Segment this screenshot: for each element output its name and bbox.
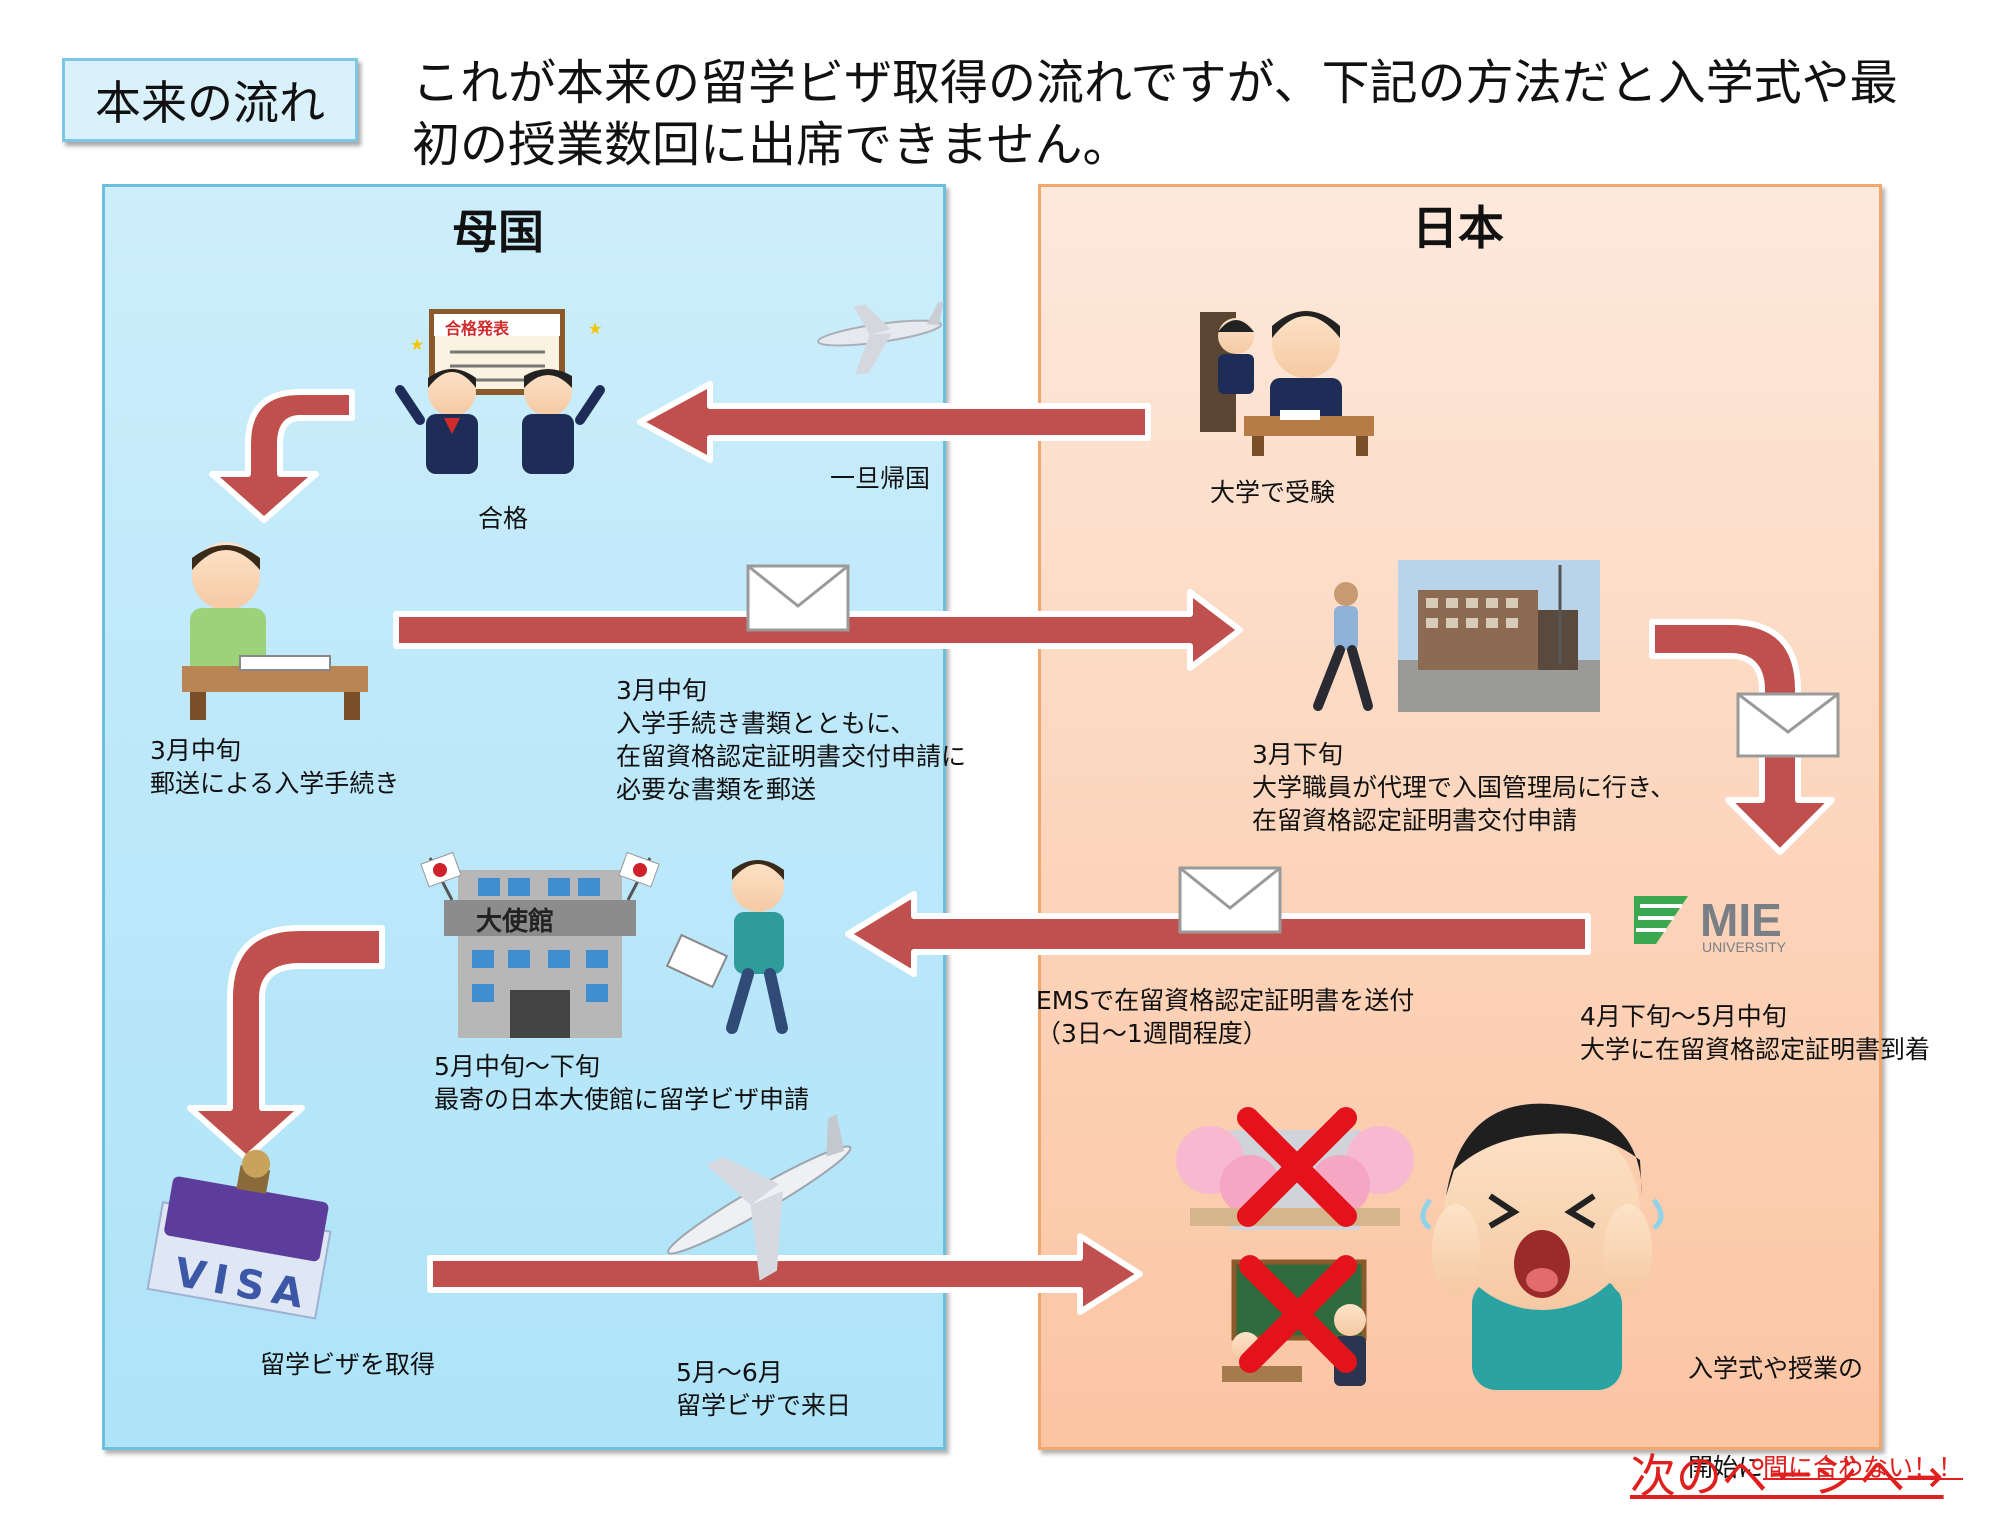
walking-staff-illustration — [1313, 582, 1373, 711]
headline-line-2: 初の授業数回に出席できません。 — [412, 117, 1131, 173]
svg-text:★: ★ — [410, 335, 424, 354]
logo-main-text: MIE — [1700, 894, 1782, 946]
mie-university-logo — [1634, 896, 1688, 944]
caption-visa-obtained: 留学ビザを取得 — [260, 1350, 436, 1379]
cross-icon — [1237, 1107, 1357, 1227]
airplane-icon — [817, 301, 944, 375]
headline-line-1: これが本来の留学ビザ取得の流れですが、下記の方法だと入学式や最 — [412, 55, 1898, 111]
caption-exam: 大学で受験 — [1210, 478, 1336, 507]
embassy-sign-text: 大使館 — [476, 906, 554, 937]
envelope-icon — [1736, 692, 1840, 758]
applicant-with-envelope-illustration — [665, 860, 788, 1034]
arrow-return-home — [637, 381, 1151, 463]
immigration-office-photo — [1398, 560, 1600, 712]
caption-return-home: 一旦帰国 — [830, 464, 931, 493]
arrow-ems — [845, 891, 1591, 977]
caption-late-prefix: 開始に — [1688, 1453, 1764, 1482]
caption-enroll: 3月中旬 郵送による入学手続き — [150, 736, 400, 798]
envelope-icon — [746, 564, 850, 632]
envelope-icon — [1178, 866, 1282, 934]
flow-tag: 本来の流れ — [62, 58, 358, 142]
arrow-curve-pass-to-enroll — [209, 389, 355, 523]
caption-embassy-apply: 5月中旬～下旬 最寄の日本大使館に留学ビザ申請 — [434, 1052, 810, 1114]
arrow-curve-embassy-to-visa — [187, 925, 385, 1161]
signboard-text: 合格発表 — [445, 319, 510, 338]
exam-student-illustration — [1200, 310, 1374, 456]
headline: これが本来の留学ビザ取得の流れですが、下記の方法だと入学式や最 初の授業数回に出… — [412, 52, 1952, 176]
embassy-illustration — [420, 851, 660, 1038]
visa-stamp-illustration — [146, 1149, 332, 1320]
caption-pass: 合格 — [478, 504, 529, 533]
caption-mail-docs: 3月中旬 入学手続き書類とともに、 在留資格認定証明書交付申請に 必要な書類を郵… — [616, 676, 967, 804]
caption-staff-apply: 3月下旬 大学職員が代理で入国管理局に行き、 在留資格認定証明書交付申請 — [1252, 740, 1676, 835]
home-country-title: 母国 — [452, 205, 544, 259]
pass-announcement-illustration: ★ ★ — [395, 309, 605, 474]
caption-come-japan: 5月～6月 留学ビザで来日 — [676, 1358, 852, 1420]
caption-late-line-2: 開始に間に合わない！！ — [1688, 1451, 1963, 1484]
airplane-icon — [667, 1113, 852, 1281]
cross-icon — [1239, 1255, 1357, 1373]
caption-arrive-cert: 4月下旬～5月中旬 大学に在留資格認定証明書到着 — [1580, 1002, 1931, 1064]
caption-late: 入学式や授業の 開始に間に合わない！！ — [1688, 1286, 1963, 1517]
caption-late-line-1: 入学式や授業の — [1688, 1354, 1864, 1383]
enrolling-student-illustration — [182, 542, 368, 720]
arrow-curve-apply-to-arrival — [1649, 619, 1835, 855]
japan-title: 日本 — [1412, 201, 1504, 255]
svg-text:★: ★ — [588, 319, 602, 338]
next-page-link[interactable]: 次のページへ→ — [1630, 1449, 1944, 1503]
caption-ems: EMSで在留資格認定証明書を送付 （3日～1週間程度） — [1036, 986, 1415, 1048]
too-late-link: 間に合わない！！ — [1763, 1453, 1964, 1482]
crying-student-illustration — [1420, 1103, 1664, 1390]
arrow-come-japan — [427, 1233, 1143, 1315]
logo-sub-text: UNIVERSITY — [1702, 939, 1787, 955]
